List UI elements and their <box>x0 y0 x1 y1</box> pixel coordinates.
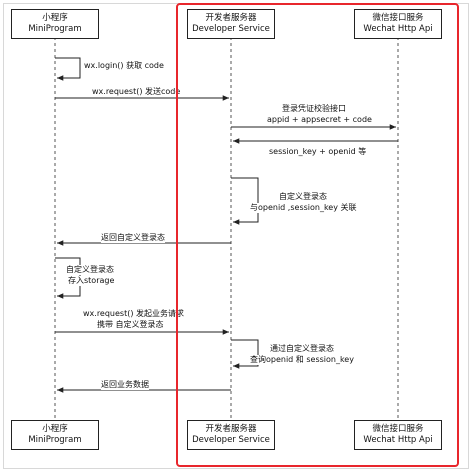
participant-wx-top: 微信接口服务 Wechat Http Api <box>354 9 442 39</box>
participant-dev-name-en: Developer Service <box>192 24 270 34</box>
participant-dev-name-cn: 开发者服务器 <box>205 424 257 434</box>
message-label-m9a: 通过自定义登录态 <box>270 344 334 354</box>
participant-mini-top: 小程序 MiniProgram <box>11 9 99 39</box>
message-label-m3a: 登录凭证校验接口 <box>282 104 346 114</box>
message-label-m2: wx.request() 发送code <box>92 87 181 97</box>
message-label-m5a: 自定义登录态 <box>279 192 327 202</box>
message-label-m3b: appid + appsecret + code <box>267 115 372 125</box>
message-label-m9b: 查询openid 和 session_key <box>250 355 354 365</box>
arrow-m1 <box>55 57 81 81</box>
participant-wx-name-cn: 微信接口服务 <box>372 424 424 434</box>
participant-wx-bottom: 微信接口服务 Wechat Http Api <box>354 420 442 450</box>
message-label-m8a: wx.request() 发起业务请求 <box>83 309 185 319</box>
participant-wx-name-cn: 微信接口服务 <box>372 13 424 23</box>
message-label-m6: 返回自定义登录态 <box>101 233 165 243</box>
participant-mini-name-cn: 小程序 <box>42 424 68 434</box>
participant-dev-bottom: 开发者服务器 Developer Service <box>187 420 275 450</box>
participant-wx-name-en: Wechat Http Api <box>363 24 433 34</box>
message-label-m5b: 与openid ,session_key 关联 <box>250 203 357 213</box>
participant-dev-top: 开发者服务器 Developer Service <box>187 9 275 39</box>
participant-dev-name-en: Developer Service <box>192 435 270 445</box>
participant-mini-name-cn: 小程序 <box>42 13 68 23</box>
participant-mini-name-en: MiniProgram <box>28 435 82 445</box>
arrow-m9 <box>231 339 259 369</box>
message-label-m7a: 自定义登录态 <box>66 265 114 275</box>
participant-wx-name-en: Wechat Http Api <box>363 435 433 445</box>
message-label-m4: session_key + openid 等 <box>269 147 367 157</box>
message-label-m8b: 携带 自定义登录态 <box>97 320 164 330</box>
participant-dev-name-cn: 开发者服务器 <box>205 13 257 23</box>
message-label-m1: wx.login() 获取 code <box>84 61 164 70</box>
highlight-frame <box>176 3 459 467</box>
message-label-m10: 返回业务数据 <box>101 380 149 390</box>
participant-mini-name-en: MiniProgram <box>28 24 82 34</box>
participant-mini-bottom: 小程序 MiniProgram <box>11 420 99 450</box>
arrow-m5 <box>231 177 259 225</box>
message-label-m7b: 存入storage <box>68 276 115 286</box>
